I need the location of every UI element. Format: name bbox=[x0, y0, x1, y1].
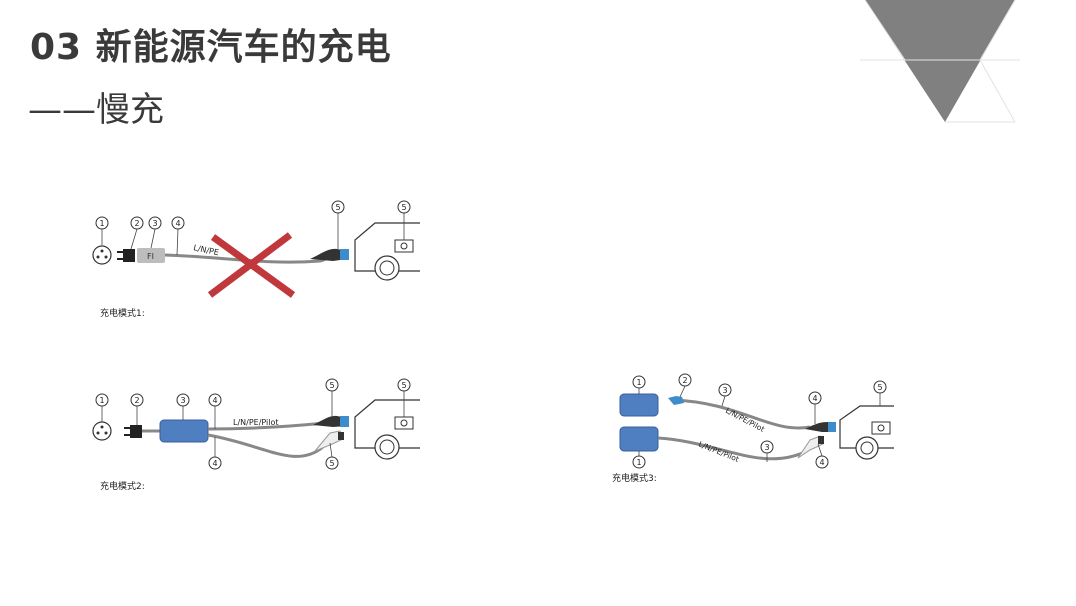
charging-mode-2-diagram: L/N/PE/Pilot 1 2 3 4 4 5 5 5 bbox=[92, 378, 420, 470]
fi-label: FI bbox=[147, 252, 154, 261]
mode2-caption: 充电模式2: bbox=[100, 482, 145, 492]
marker: 4 bbox=[819, 458, 824, 467]
charging-mode-1-diagram: FI L/N/PE 1 2 3 4 5 5 bbox=[92, 200, 420, 298]
marker: 1 bbox=[99, 219, 104, 228]
marker: 5 bbox=[877, 383, 882, 392]
marker: 5 bbox=[335, 203, 340, 212]
marker: 1 bbox=[636, 378, 641, 387]
marker: 4 bbox=[212, 396, 217, 405]
marker: 5 bbox=[401, 381, 406, 390]
page-title: 03 新能源汽车的充电 bbox=[30, 27, 392, 68]
marker: 4 bbox=[812, 394, 817, 403]
page-subtitle: ——慢充 bbox=[28, 90, 164, 130]
mode1-caption: 充电模式1: bbox=[100, 309, 145, 319]
marker: 3 bbox=[180, 396, 185, 405]
charging-mode-3-diagram: L/N/PE/Pilot L/N/PE/Pilot 1 2 3 4 5 1 3 … bbox=[619, 373, 894, 469]
marker: 1 bbox=[99, 396, 104, 405]
marker: 5 bbox=[401, 203, 406, 212]
marker: 3 bbox=[152, 219, 157, 228]
decorative-triangles bbox=[860, 0, 1020, 123]
marker: 5 bbox=[329, 459, 334, 468]
marker: 3 bbox=[764, 443, 769, 452]
marker: 2 bbox=[134, 396, 139, 405]
marker: 4 bbox=[175, 219, 180, 228]
marker: 3 bbox=[722, 386, 727, 395]
marker: 4 bbox=[212, 459, 217, 468]
marker: 5 bbox=[329, 381, 334, 390]
marker: 2 bbox=[682, 376, 687, 385]
marker: 2 bbox=[134, 219, 139, 228]
marker: 1 bbox=[636, 458, 641, 467]
mode2-wire-label: L/N/PE/Pilot bbox=[233, 418, 279, 427]
mode3-caption: 充电模式3: bbox=[612, 474, 657, 484]
